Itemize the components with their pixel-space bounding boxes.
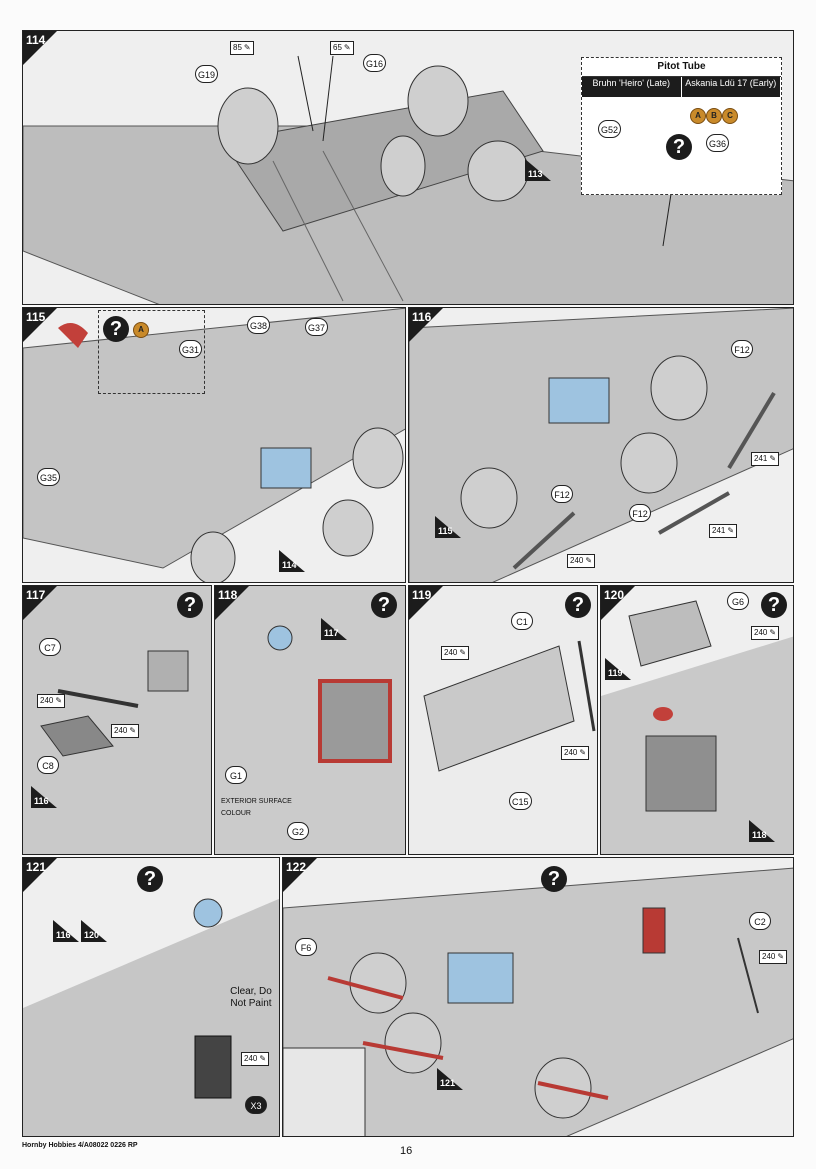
paint-callout: 65✎ xyxy=(330,41,354,55)
help-icon: ? xyxy=(103,316,129,342)
step-122-panel: 122 ? F6 C2 240✎ 121 xyxy=(282,857,794,1137)
clear-note: Clear, Do Not Paint xyxy=(230,986,272,1009)
step-reference: 115 xyxy=(435,516,465,538)
paint-callout: 240✎ xyxy=(561,746,590,760)
step-119-panel: 119 ? C1 C15 240✎ 240✎ xyxy=(408,585,598,855)
step-reference: 116 xyxy=(31,786,61,808)
part-label: G31 xyxy=(179,340,203,358)
step-117-panel: 117 ? C7 C8 240✎ 240✎ 116 xyxy=(22,585,212,855)
step-116-panel: 116 F12 F12 F12 241✎ 240✎ 241✎ 115 xyxy=(408,307,794,583)
paint-callout: 241✎ xyxy=(709,524,738,538)
paint-callout: 240✎ xyxy=(759,950,788,964)
part-label: F12 xyxy=(731,340,753,358)
step-reference: 116 xyxy=(53,920,83,942)
paint-callout: 240✎ xyxy=(567,554,596,568)
part-label: G1 xyxy=(225,766,247,784)
step-120-panel: 120 ? G6 240✎ 119 118 xyxy=(600,585,794,855)
step-reference: 119 xyxy=(605,658,635,680)
part-label: G38 xyxy=(247,316,271,334)
engines-illustration xyxy=(409,308,793,582)
help-icon: ? xyxy=(137,866,163,892)
paint-callout: 240✎ xyxy=(241,1052,270,1066)
part-label: C1 xyxy=(511,612,533,630)
page-number: 16 xyxy=(400,1145,413,1157)
step-121-panel: 121 ? 116 120 Clear, Do Not Paint 240✎ X… xyxy=(22,857,280,1137)
part-label: C7 xyxy=(39,638,61,656)
part-label: C2 xyxy=(749,912,771,930)
step-reference: 118 xyxy=(749,820,779,842)
paint-callout: 241✎ xyxy=(751,452,780,466)
step-reference: 121 xyxy=(437,1068,467,1090)
step-reference: 114 xyxy=(279,550,309,572)
door-illustration xyxy=(215,586,405,854)
paint-callout: 240✎ xyxy=(751,626,780,640)
pitot-late-label: Bruhn 'Heiro' (Late) xyxy=(582,77,682,97)
marking-b: B xyxy=(706,108,722,124)
step-reference: 117 xyxy=(321,618,351,640)
part-label: G6 xyxy=(727,592,749,610)
option-box xyxy=(98,310,205,394)
step-115-panel: 115 ? A G31 G38 G37 G35 114 xyxy=(22,307,406,583)
door-install-illustration xyxy=(601,600,793,854)
step-reference: 120 xyxy=(81,920,111,942)
part-label: G37 xyxy=(305,318,329,336)
step-reference: 113 xyxy=(525,159,555,181)
part-label: G36 xyxy=(706,134,730,152)
help-icon: ? xyxy=(177,592,203,618)
part-label: C15 xyxy=(509,792,532,810)
marking-c: C xyxy=(722,108,738,124)
fuselage-side-illustration xyxy=(23,898,279,1136)
part-label: G35 xyxy=(37,468,61,486)
pitot-tube-options-box: Pitot Tube Bruhn 'Heiro' (Late) Askania … xyxy=(581,57,782,195)
help-icon: ? xyxy=(565,592,591,618)
part-label: X3 xyxy=(245,1096,267,1114)
marking-a: A xyxy=(133,322,149,338)
help-icon: ? xyxy=(541,866,567,892)
paint-callout: 240✎ xyxy=(37,694,66,708)
step-114-panel: 114 85✎ 65✎ G19 G16 113 Pitot Tube Bruhn… xyxy=(22,30,794,305)
part-label: C8 xyxy=(37,756,59,774)
pitot-early-label: Askania Ldü 17 (Early) xyxy=(682,77,781,97)
part-label: F6 xyxy=(295,938,317,956)
marking-a: A xyxy=(690,108,706,124)
part-label: G16 xyxy=(363,54,387,72)
paint-callout: 240✎ xyxy=(111,724,140,738)
paint-instruction: EXTERIOR SURFACE COLOUR xyxy=(221,798,292,817)
help-icon: ? xyxy=(666,134,692,160)
fuselage-illustration xyxy=(23,308,405,582)
door-panel-illustration xyxy=(409,586,597,854)
help-icon: ? xyxy=(371,592,397,618)
part-label: G2 xyxy=(287,822,309,840)
part-label: F12 xyxy=(551,485,573,503)
step-118-panel: 118 ? 117 G1 G2 EXTERIOR SURFACE COLOUR xyxy=(214,585,406,855)
pitot-title: Pitot Tube xyxy=(582,58,781,77)
help-icon: ? xyxy=(761,592,787,618)
part-label: G52 xyxy=(598,120,622,138)
paint-callout: 85✎ xyxy=(230,41,254,55)
publisher-code: Hornby Hobbies 4/A08022 0226 RP xyxy=(22,1142,138,1149)
part-label: G19 xyxy=(195,65,219,83)
final-assembly-illustration xyxy=(283,867,793,1136)
part-label: F12 xyxy=(629,504,651,522)
hatch-illustration xyxy=(23,586,211,854)
paint-callout: 240✎ xyxy=(441,646,470,660)
